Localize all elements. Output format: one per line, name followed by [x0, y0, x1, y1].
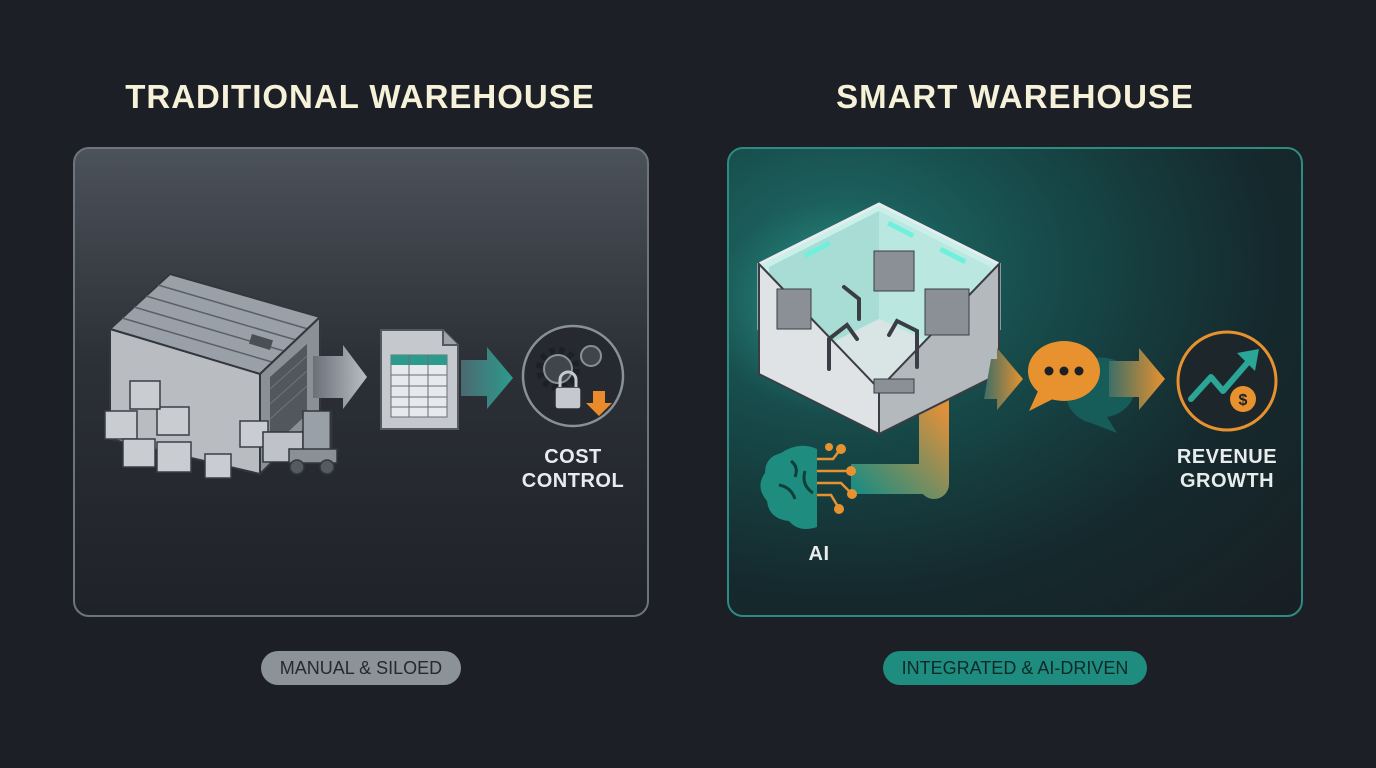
manual-siloed-tag: MANUAL & SILOED	[261, 651, 461, 685]
traditional-title: TRADITIONAL WAREHOUSE	[125, 78, 595, 115]
gears-lock-icon	[521, 324, 625, 428]
cost-label-line1: COST	[544, 446, 602, 468]
warehouse-icon	[104, 272, 338, 479]
brain-circuit-icon	[760, 443, 857, 529]
smart-panel: $ AI REVENUE GROWTH	[727, 147, 1303, 617]
cost-label-line2: CONTROL	[521, 470, 625, 492]
flow-arrow-2	[461, 347, 513, 409]
smart-title: SMART WAREHOUSE	[836, 78, 1194, 115]
revenue-label-line1: REVENUE	[1176, 446, 1278, 468]
spreadsheet-icon	[380, 329, 459, 430]
integrated-ai-tag: INTEGRATED & AI-DRIVEN	[883, 651, 1147, 685]
ai-connection-path	[851, 399, 949, 499]
growth-chart-icon: $	[1176, 330, 1278, 432]
revenue-label-line2: GROWTH	[1179, 470, 1275, 492]
svg-text:$: $	[1239, 392, 1248, 409]
ai-label: AI	[808, 543, 830, 565]
robotic-warehouse-icon	[729, 199, 1001, 436]
revenue-growth-label: REVENUE GROWTH	[1157, 445, 1297, 493]
flow-arrow-3	[984, 348, 1023, 410]
cost-control-label: COST CONTROL	[503, 445, 643, 493]
flow-arrow-4	[1109, 348, 1165, 410]
traditional-panel: COST CONTROL	[73, 147, 649, 617]
flow-arrow-1	[313, 345, 367, 409]
